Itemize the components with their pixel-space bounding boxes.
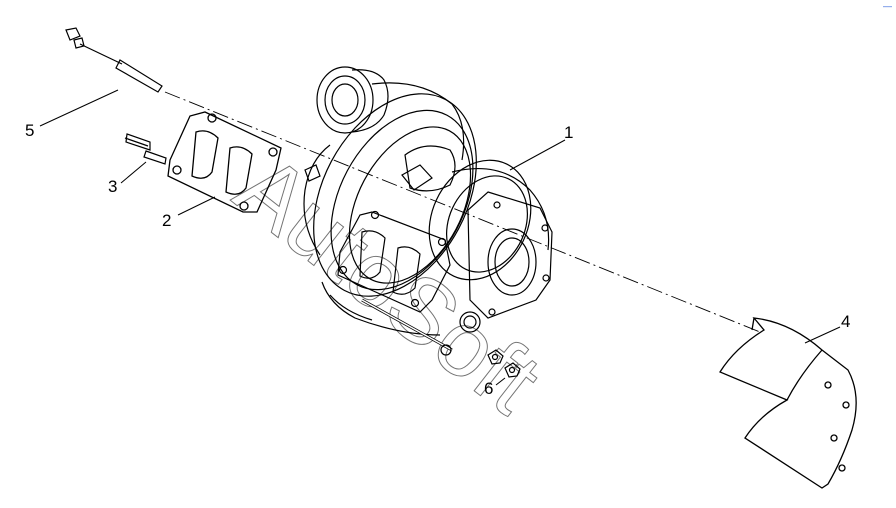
nuts [487,349,521,378]
leader-lines [39,89,841,386]
callout-labels: 1 2 3 4 5 6 [25,121,850,398]
leader-line-5 [39,89,119,127]
watermark: AutoSoft [217,135,559,434]
leader-line-3 [120,161,147,184]
leader-line-2 [177,196,216,216]
turbocharger [303,66,553,356]
callout-4: 4 [841,312,850,331]
callout-2: 2 [162,211,171,230]
watermark-text: AutoSoft [218,135,559,433]
callout-3: 3 [108,177,117,196]
leader-line-4 [804,326,841,344]
gasket [167,111,282,213]
corner-mark-icon: — [883,1,892,11]
callout-1: 1 [564,123,573,142]
assembly-centerline [164,91,761,333]
heat-shield [719,317,857,489]
studs [124,133,167,165]
leader-line-6 [495,377,506,386]
callout-6: 6 [484,379,493,398]
callout-5: 5 [25,121,34,140]
bolt-assembly [65,27,163,93]
leader-line-1 [509,139,566,171]
